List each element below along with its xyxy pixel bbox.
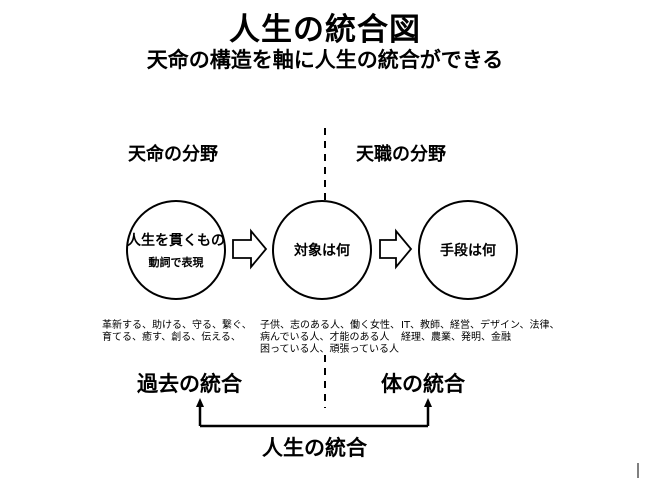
integration-body: 体の統合	[381, 372, 465, 396]
arrow-up-icon	[196, 398, 204, 407]
arrow-right-icon	[379, 228, 413, 270]
examples-targets: 子供、志のある人、働く女性、 病んでいる人、才能のある人 困っている人、頑張って…	[260, 320, 400, 356]
examples-verbs: 革新する、助ける、守る、繋ぐ、 育てる、癒す、創る、伝える、	[102, 320, 252, 344]
circle-target: 対象は何	[272, 200, 372, 300]
examples-verbs-line: 育てる、癒す、創る、伝える、	[102, 332, 241, 343]
circle-means-label: 手段は何	[440, 243, 496, 259]
circle-verb-sublabel: 動詞で表現	[148, 256, 204, 269]
circle-target-label: 対象は何	[294, 243, 350, 259]
page-subtitle: 天命の構造を軸に人生の統合ができる	[146, 48, 504, 72]
integration-past: 過去の統合	[137, 372, 242, 396]
integration-life: 人生の統合	[262, 436, 367, 460]
examples-targets-line: 困っている人、頑張っている人	[260, 344, 399, 355]
examples-means-line: 経理、農業、発明、金融	[401, 332, 511, 343]
section-label-right: 天職の分野	[356, 144, 446, 165]
section-label-left: 天命の分野	[128, 144, 218, 165]
examples-targets-line: 病んでいる人、才能のある人	[260, 332, 390, 343]
circle-verb-label: 人生を貫くもの	[127, 233, 225, 249]
circle-means: 手段は何	[418, 200, 518, 300]
examples-means-line: IT、教師、経営、デザイン、法律、	[401, 320, 560, 331]
arrow-up-icon	[424, 398, 432, 407]
examples-targets-line: 子供、志のある人、働く女性、	[260, 320, 400, 331]
page-title: 人生の統合図	[229, 12, 421, 48]
examples-means: IT、教師、経営、デザイン、法律、 経理、農業、発明、金融	[401, 320, 559, 344]
arrow-right-icon	[232, 228, 268, 270]
circle-verb: 人生を貫くもの 動詞で表現	[126, 200, 226, 300]
examples-verbs-line: 革新する、助ける、守る、繋ぐ、	[102, 320, 252, 331]
